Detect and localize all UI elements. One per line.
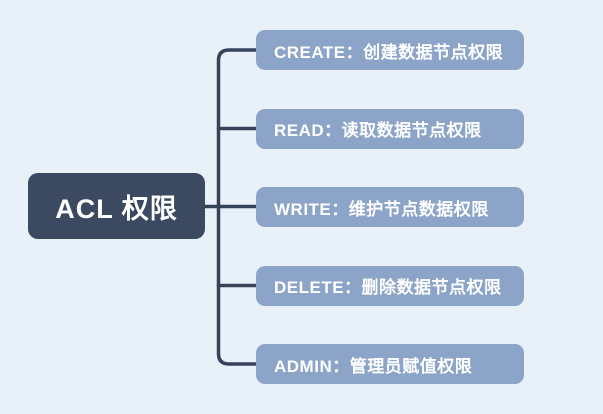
branch-topic-admin[interactable]: ADMIN：管理员赋值权限 [256, 344, 524, 384]
branch-topic-delete[interactable]: DELETE：删除数据节点权限 [256, 265, 524, 306]
branch-topic-create[interactable]: CREATE：创建数据节点权限 [256, 30, 524, 70]
connector-trunk [216, 48, 258, 366]
branch-topic-write[interactable]: WRITE：维护节点数据权限 [256, 187, 524, 227]
branch-topic-read[interactable]: READ：读取数据节点权限 [256, 108, 524, 149]
root-topic-acl[interactable]: ACL 权限 [28, 173, 205, 239]
